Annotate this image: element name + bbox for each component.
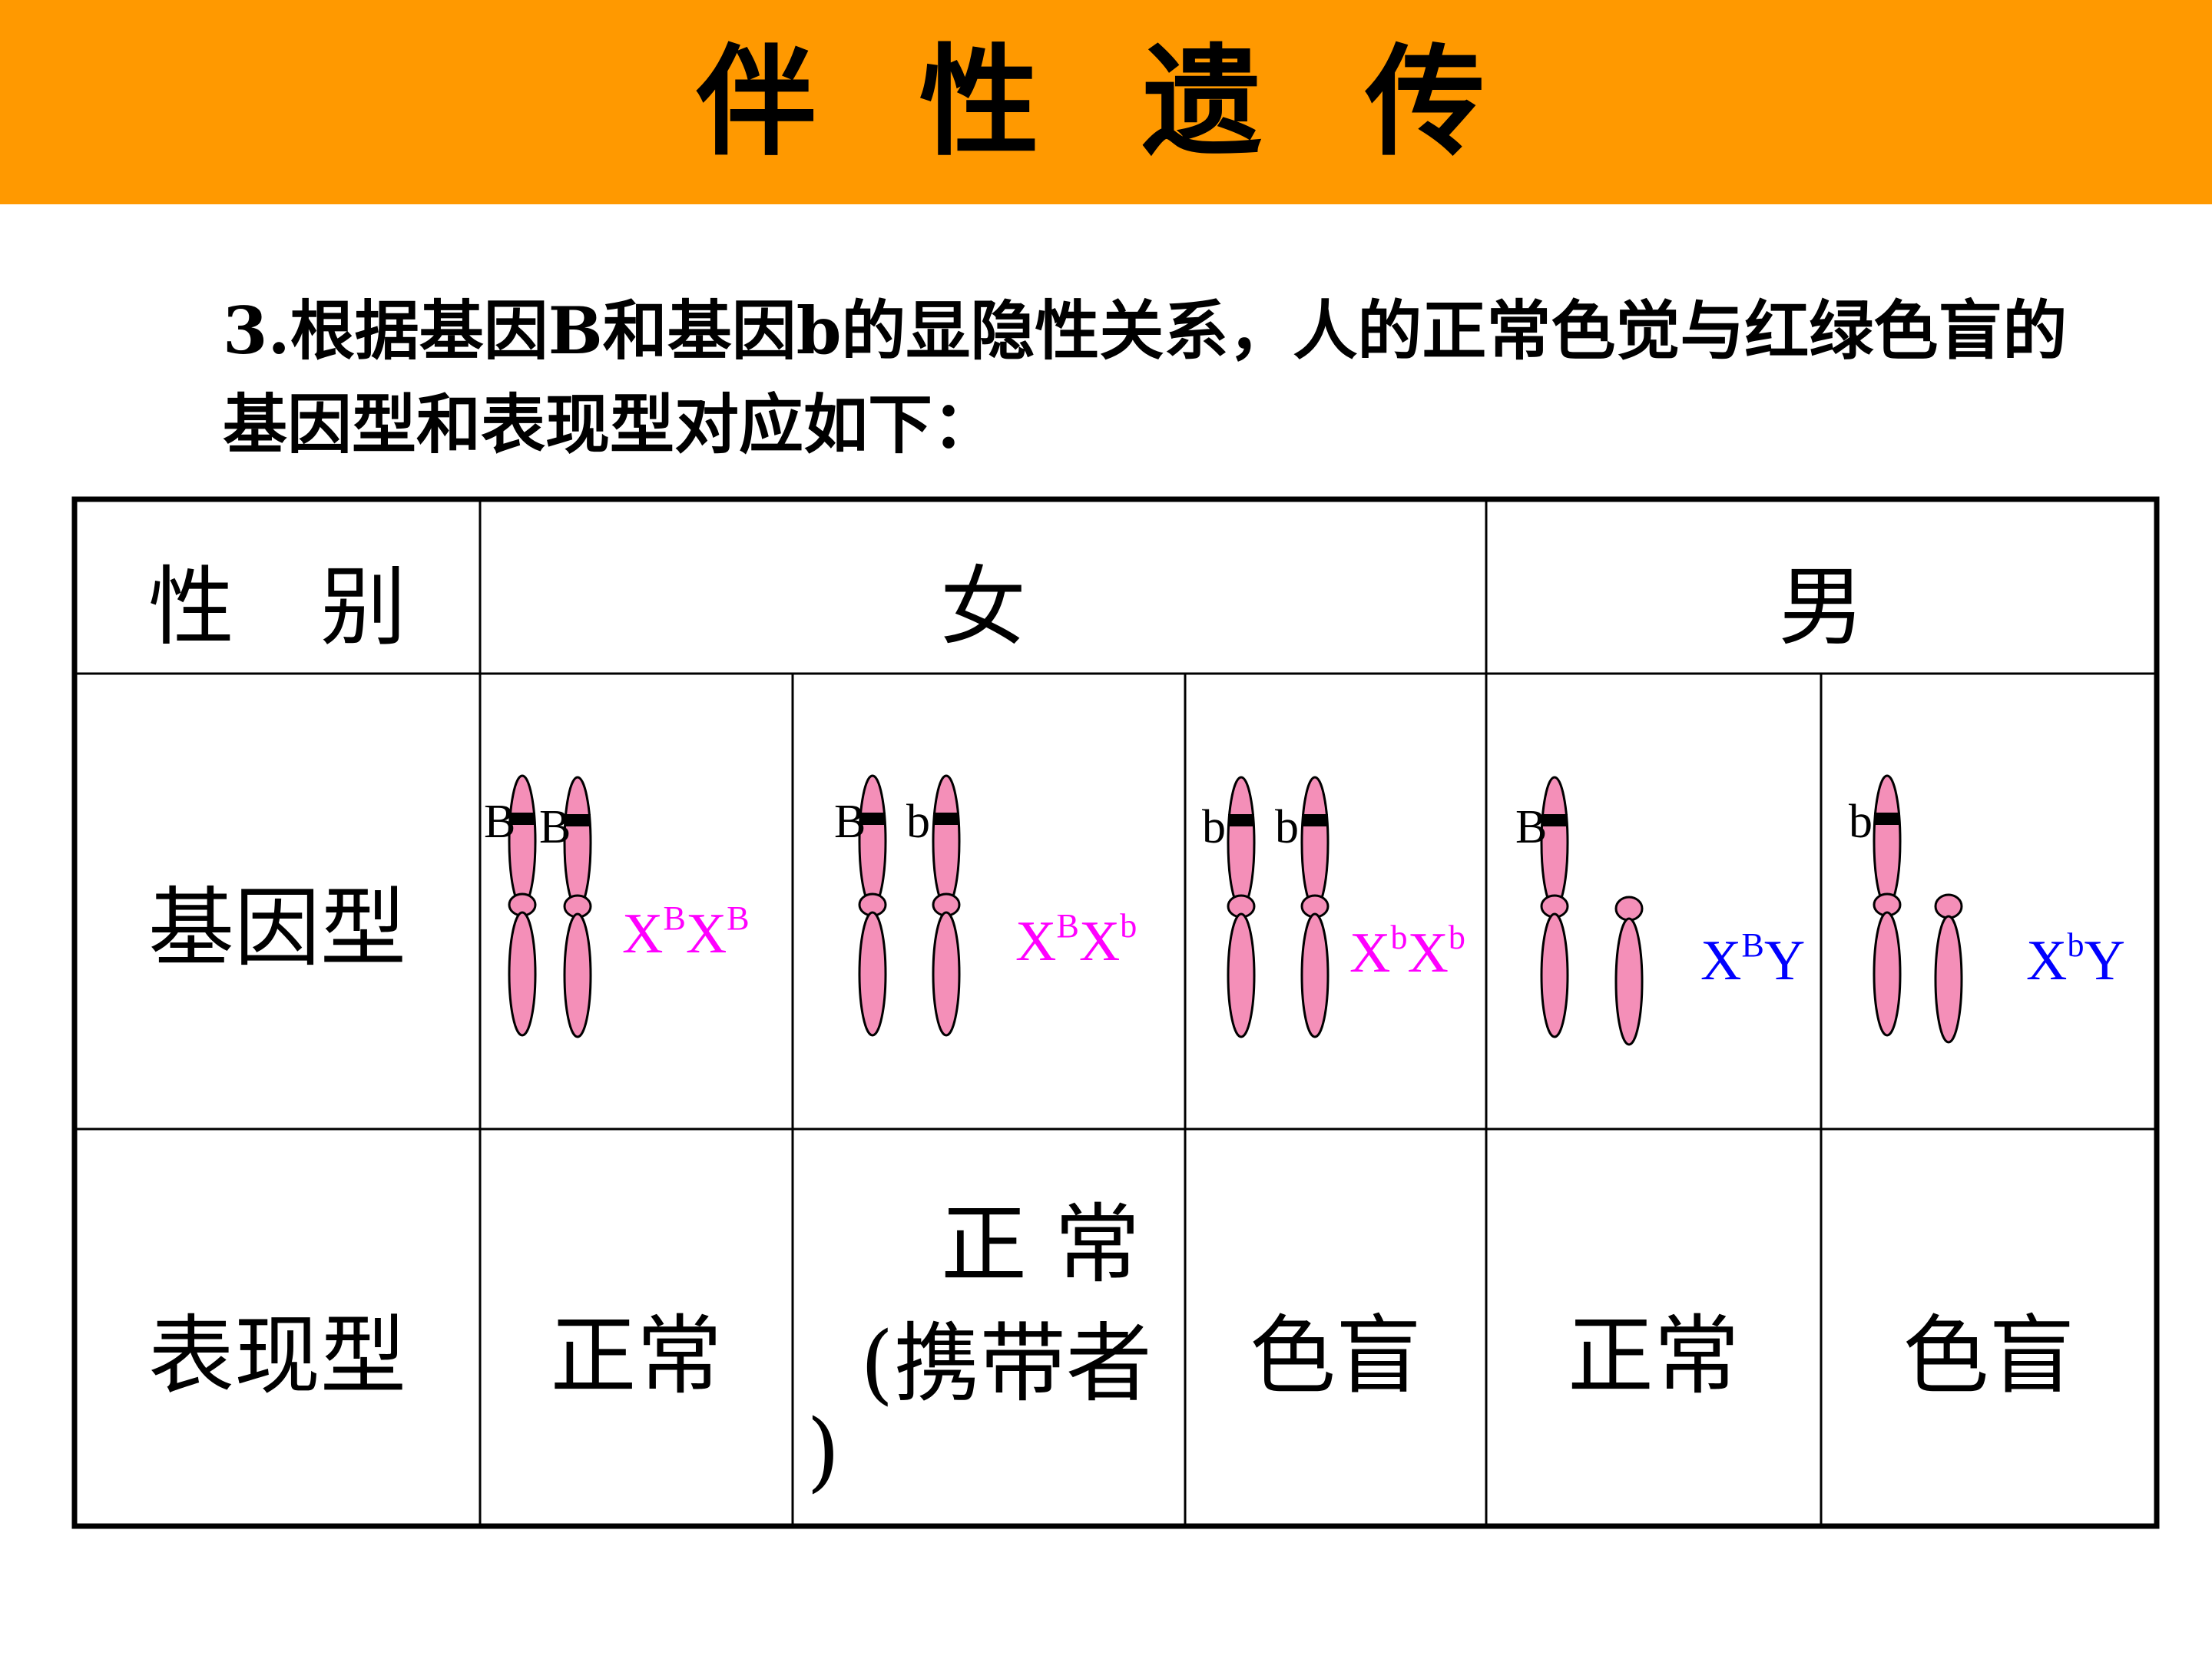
chromosome-lower-arm: [932, 911, 961, 1037]
gene-locus-band: [1874, 813, 1900, 825]
chromosome-upper-arm: [1227, 776, 1256, 909]
gene-locus-band: [565, 814, 591, 826]
phenotype-cell-line1: 正 常: [941, 1195, 1141, 1295]
chromosome-lower-arm: [1227, 912, 1256, 1038]
chromosome-drawings: [508, 774, 1963, 1046]
row-label-genotype: 基因型: [148, 879, 406, 979]
allele-label: b: [906, 796, 930, 848]
row-label-phenotype: 表现型: [148, 1306, 406, 1406]
chromosome-lower-arm: [1540, 912, 1569, 1038]
male-header: 男: [1778, 558, 1865, 657]
intro-text: 3.根据基因B和基因b的显隐性关系，人的正常色觉与红绿色盲的基因型和表现型对应如…: [223, 293, 2068, 462]
allele-label: b: [1275, 801, 1299, 853]
genotype-label: XbXb: [1349, 919, 1465, 985]
phenotype-cell-line2: (携带者: [860, 1314, 1152, 1414]
y-centromere: [1934, 893, 1963, 919]
female-header: 女: [940, 558, 1026, 657]
allele-label: b: [1849, 796, 1873, 848]
phenotype-cell: 正常: [550, 1306, 723, 1406]
phenotype-cell: 正常: [1568, 1306, 1740, 1406]
chromosome-lower-arm: [858, 911, 887, 1037]
chromosome-upper-arm: [1873, 774, 1902, 908]
allele-label: B: [1515, 801, 1548, 853]
chromosome-upper-arm: [932, 774, 961, 908]
chromosome-lower-arm: [1873, 911, 1902, 1037]
phenotype-cell: 色盲: [1250, 1306, 1422, 1406]
genotype-label: XBY: [1700, 926, 1806, 992]
table-border: [71, 496, 2160, 1529]
chromosome-lower-arm: [1300, 912, 1330, 1038]
y-chromosome-arm: [1934, 915, 1963, 1044]
gene-locus-band: [859, 813, 886, 825]
y-centromere: [1614, 896, 1644, 922]
genotype-label: XBXb: [1015, 907, 1137, 973]
row-label-sex: 性 别: [148, 558, 406, 657]
allele-label: B: [484, 796, 516, 848]
genotype-label: XBXB: [622, 899, 750, 965]
phenotype-cell: 色盲: [1902, 1306, 2075, 1406]
allele-label: B: [834, 796, 866, 848]
allele-label: b: [1202, 801, 1226, 853]
gene-locus-band: [509, 813, 535, 825]
gene-locus-band: [1228, 814, 1254, 826]
page-title: 伴 性 遗 传: [696, 32, 1516, 172]
gene-locus-band: [1302, 814, 1328, 826]
allele-label: B: [539, 801, 571, 853]
chromosome-upper-arm: [1300, 776, 1330, 909]
y-chromosome-arm: [1614, 917, 1644, 1046]
chromosome-lower-arm: [563, 912, 592, 1038]
title-bar: [0, 0, 2212, 204]
chromosome-lower-arm: [508, 911, 537, 1037]
phenotype-cell-line3: ): [806, 1402, 840, 1502]
gene-locus-band: [933, 813, 959, 825]
gene-locus-band: [1541, 814, 1568, 826]
genotype-label: XbY: [2026, 926, 2125, 992]
